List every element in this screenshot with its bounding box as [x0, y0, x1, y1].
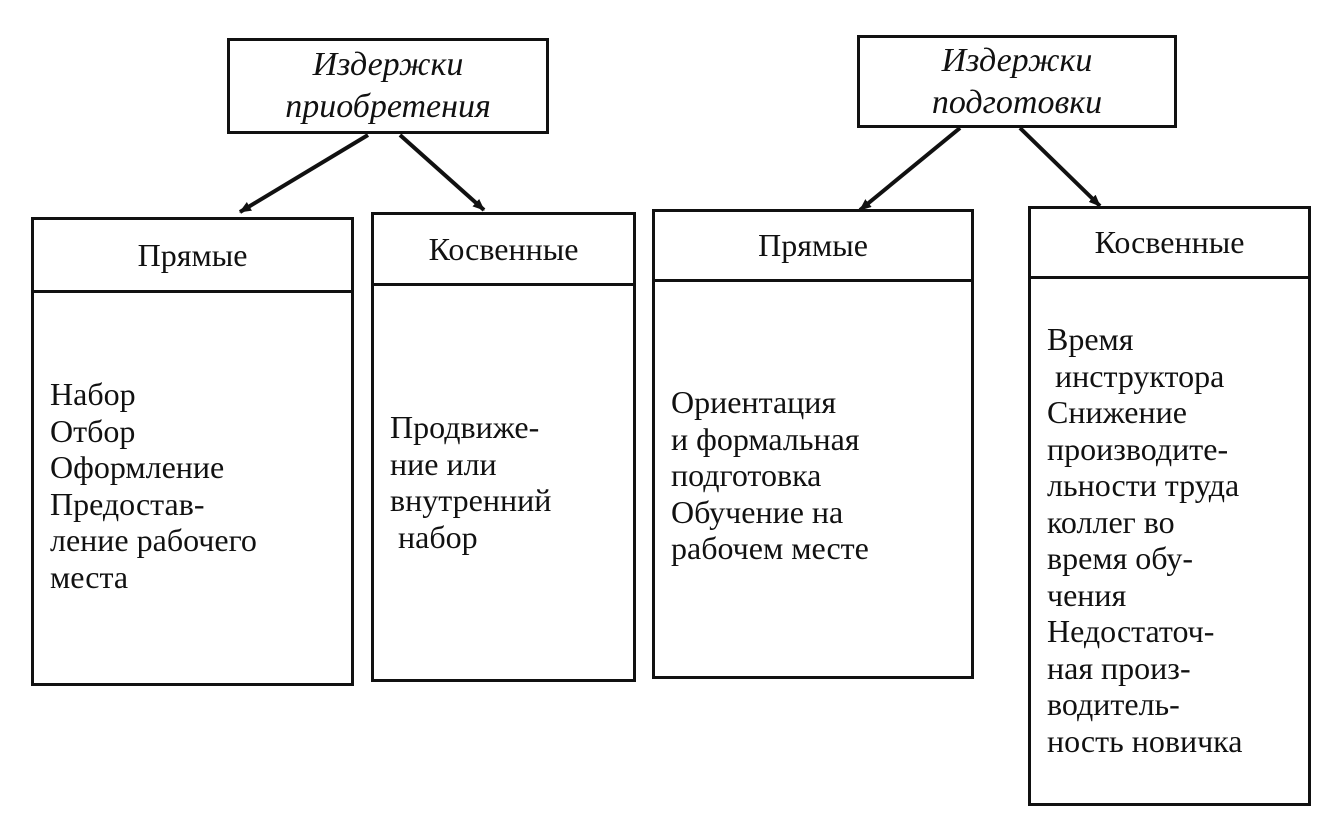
list-item: Отбор — [50, 412, 136, 449]
arrow-training-to-indirect — [1018, 126, 1102, 208]
list-item: рабочем месте — [671, 530, 869, 566]
column-body: Продвиже- ние или внутренний набор — [374, 409, 633, 555]
list-item: Время — [1047, 321, 1134, 357]
list-item: Предостав- — [50, 485, 205, 522]
column-header: Косвенные — [374, 215, 633, 286]
list-item: чения — [1047, 576, 1127, 613]
column-training-direct: Прямые Ориентация и формальная подготовк… — [652, 209, 974, 679]
category-box-training-costs: Издержки подготовки — [857, 35, 1177, 128]
list-item: Недостаточ- — [1047, 613, 1215, 649]
list-item: и формальная — [671, 420, 860, 457]
list-item: ние или — [390, 445, 497, 482]
list-item: набор — [390, 518, 478, 555]
list-item: Ориентация — [671, 384, 837, 420]
list-item: Снижение — [1047, 394, 1187, 430]
list-item: инструктора — [1047, 357, 1225, 394]
category-title-line: Издержки — [312, 46, 464, 83]
arrow-acquisition-to-direct — [238, 133, 370, 214]
column-body: Ориентация и формальная подготовка Обуче… — [655, 384, 971, 567]
arrow-training-to-direct — [858, 126, 962, 212]
list-item: ление рабочего — [50, 522, 257, 558]
category-box-acquisition-costs: Издержки приобретения — [227, 38, 549, 134]
list-item: коллег во — [1047, 503, 1175, 540]
list-item: Обучение на — [671, 493, 844, 530]
column-body: Время инструктора Снижение производите- … — [1031, 321, 1308, 759]
list-item: Оформление — [50, 449, 225, 485]
category-title-line: приобретения — [285, 88, 491, 125]
column-header: Прямые — [655, 212, 971, 282]
column-header: Косвенные — [1031, 209, 1308, 279]
list-item: ность новичка — [1047, 722, 1243, 759]
column-acquisition-direct: Прямые Набор Отбор Оформление Предостав-… — [31, 217, 354, 686]
arrow-acquisition-to-indirect — [398, 133, 486, 212]
list-item: подготовка — [671, 457, 822, 493]
list-item: Набор — [50, 376, 136, 412]
list-item: водитель- — [1047, 686, 1180, 722]
list-item: Продвиже- — [390, 409, 540, 445]
list-item: производите- — [1047, 430, 1229, 467]
column-header: Прямые — [34, 220, 351, 293]
list-item: внутренний — [390, 482, 552, 518]
list-item: льности труда — [1047, 467, 1240, 503]
category-title-line: подготовки — [931, 83, 1103, 121]
list-item: время обу- — [1047, 540, 1193, 576]
list-item: ная произ- — [1047, 649, 1191, 686]
column-training-indirect: Косвенные Время инструктора Снижение про… — [1028, 206, 1311, 806]
list-item: места — [50, 558, 129, 595]
category-title-line: Издержки — [941, 41, 1093, 79]
column-body: Набор Отбор Оформление Предостав- ление … — [34, 376, 351, 595]
column-acquisition-indirect: Косвенные Продвиже- ние или внутренний н… — [371, 212, 636, 682]
